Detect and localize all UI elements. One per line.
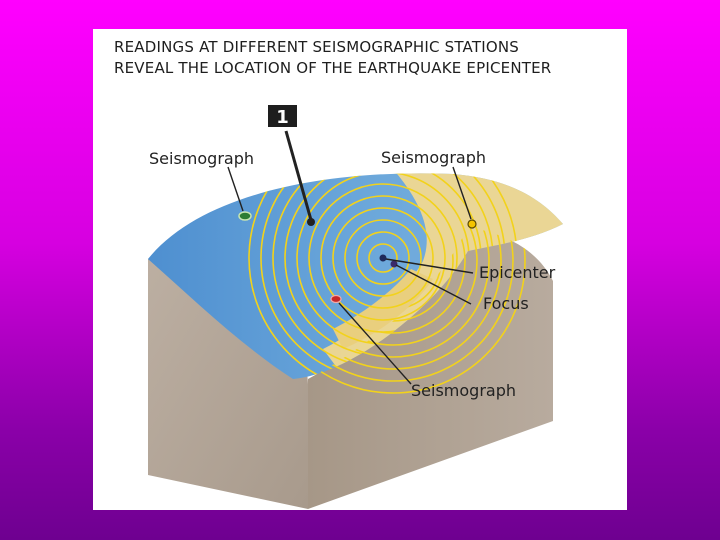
epicenter-point (379, 254, 387, 262)
leader-step-marker (284, 130, 313, 221)
title-line-1: READINGS AT DIFFERENT SEISMOGRAPHIC STAT… (114, 38, 519, 56)
station-left-marker (238, 211, 252, 221)
station-right-marker (467, 219, 477, 229)
step-pointer-dot (307, 218, 315, 226)
label-focus: Focus (483, 294, 529, 313)
leader-station-bottom (338, 302, 412, 385)
leader-epicenter (385, 258, 474, 274)
leader-focus (395, 264, 472, 305)
leader-station-left (227, 166, 244, 212)
label-seismograph-left: Seismograph (149, 149, 254, 168)
leader-lines (227, 130, 474, 385)
block-right-face (308, 227, 553, 509)
station-bottom-marker (330, 294, 342, 304)
step-marker: 1 (268, 105, 297, 128)
leader-station-right (452, 166, 472, 220)
step-number: 1 (276, 107, 289, 128)
earthquake-diagram: 1 Seismograph Seismograph Epicenter Focu… (148, 105, 563, 509)
diagram-panel: READINGS AT DIFFERENT SEISMOGRAPHIC STAT… (93, 29, 627, 510)
title-line-2: REVEAL THE LOCATION OF THE EARTHQUAKE EP… (114, 59, 552, 77)
label-epicenter: Epicenter (479, 263, 556, 282)
label-seismograph-right: Seismograph (381, 148, 486, 167)
label-seismograph-bottom: Seismograph (411, 381, 516, 400)
diagram-title: READINGS AT DIFFERENT SEISMOGRAPHIC STAT… (114, 37, 624, 79)
focus-point (390, 260, 398, 268)
